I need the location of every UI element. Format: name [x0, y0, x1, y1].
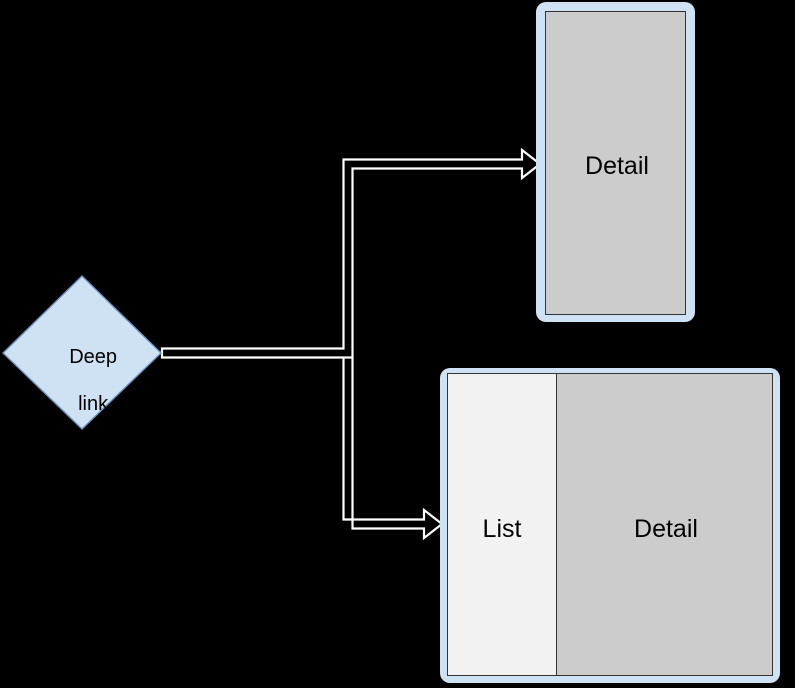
deep-link-diamond[interactable]	[1, 275, 163, 430]
detail-window[interactable]	[536, 2, 695, 322]
list-pane[interactable]	[447, 373, 557, 676]
detail-pane[interactable]	[556, 373, 773, 676]
list-detail-window[interactable]	[440, 368, 780, 683]
edge-deep-link-to-detail[interactable]	[160, 147, 542, 359]
detail-window-pane	[545, 11, 686, 315]
edge-deep-link-to-list-detail[interactable]	[342, 357, 444, 541]
